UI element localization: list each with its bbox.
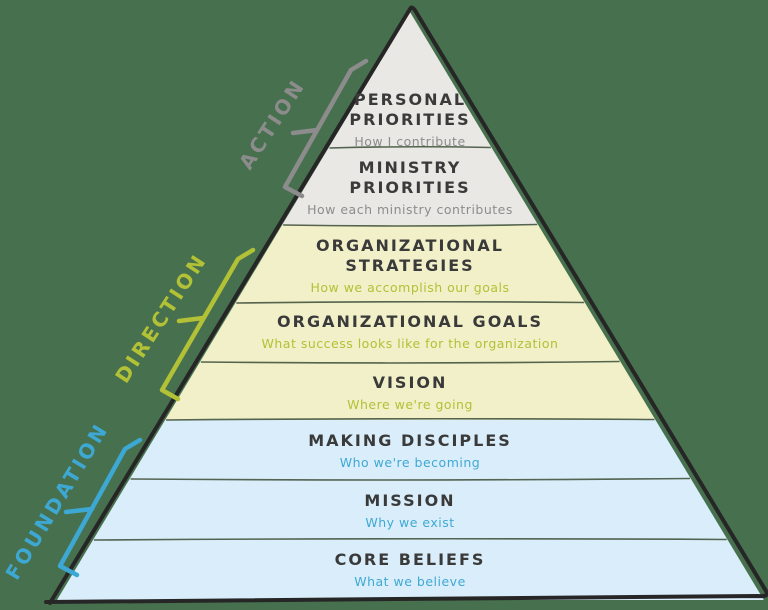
action-bracket xyxy=(282,58,369,199)
foundation-bracket xyxy=(57,437,143,578)
level-divider-2 xyxy=(283,223,538,227)
level-band-personal-priorities xyxy=(328,12,492,148)
level-band-organizational-strategies xyxy=(235,225,586,303)
direction-bracket xyxy=(159,247,256,402)
level-divider-6 xyxy=(130,477,691,481)
level-divider-7 xyxy=(93,537,727,541)
level-band-making-disciples xyxy=(129,420,692,479)
level-band-ministry-priorities xyxy=(282,148,539,225)
level-band-mission xyxy=(93,479,728,540)
pyramid-outline xyxy=(44,5,768,605)
level-band-core-beliefs xyxy=(57,540,764,600)
level-divider-4 xyxy=(200,360,620,364)
level-band-organizational-goals xyxy=(199,303,621,362)
level-divider-1 xyxy=(329,145,491,149)
level-band-vision xyxy=(165,362,656,420)
level-divider-5 xyxy=(166,417,655,421)
level-divider-3 xyxy=(236,300,585,304)
